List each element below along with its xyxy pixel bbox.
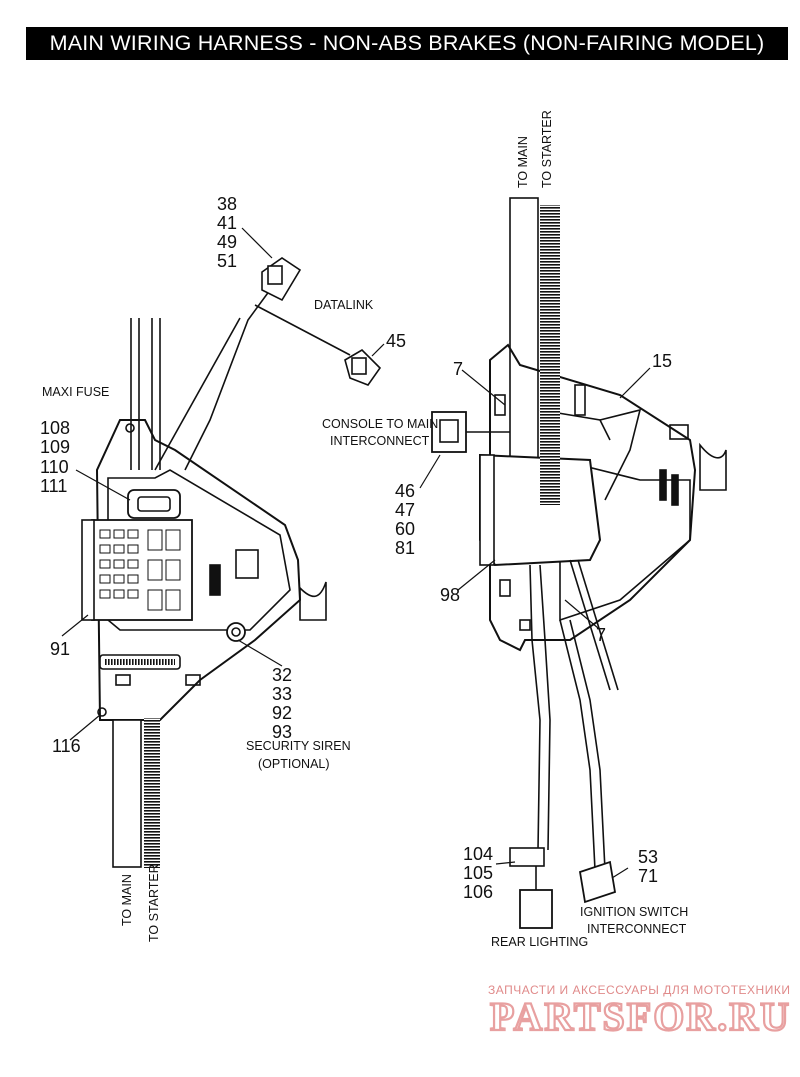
label-right-to-main: TO MAIN <box>516 136 530 188</box>
left-starter-conduit <box>144 718 160 868</box>
callout-53: 53 <box>638 847 658 867</box>
callout-7-upper: 7 <box>453 359 463 379</box>
callout-32: 32 <box>272 665 292 685</box>
callout-110: 110 <box>40 457 69 477</box>
left-harness-assembly <box>81 289 351 868</box>
label-right-to-starter: TO STARTER <box>540 110 554 188</box>
callout-47: 47 <box>395 500 415 520</box>
right-starter-conduit <box>540 205 560 505</box>
label-security-line1: SECURITY SIREN <box>246 739 351 753</box>
callout-71: 71 <box>638 866 658 886</box>
label-left-to-starter: TO STARTER <box>147 864 161 942</box>
page-title: MAIN WIRING HARNESS - NON-ABS BRAKES (NO… <box>26 27 788 60</box>
callout-45: 45 <box>386 331 406 351</box>
callout-98: 98 <box>440 585 460 605</box>
label-console-line1: CONSOLE TO MAIN <box>322 417 438 431</box>
callout-109: 109 <box>40 437 70 457</box>
callout-7-lower: 7 <box>596 625 606 645</box>
datalink-connector-lower <box>344 348 382 386</box>
callout-49: 49 <box>217 232 237 252</box>
callout-104: 104 <box>463 844 493 864</box>
label-maxi-fuse: MAXI FUSE <box>42 385 109 399</box>
label-left-to-main: TO MAIN <box>120 874 134 926</box>
label-rear-lighting: REAR LIGHTING <box>491 935 588 949</box>
callout-92: 92 <box>272 703 292 723</box>
leader-lines <box>61 227 651 879</box>
callout-33: 33 <box>272 684 292 704</box>
callout-46: 46 <box>395 481 415 501</box>
callout-51: 51 <box>217 251 237 271</box>
watermark-logo: PARTSFOR.RU <box>490 994 791 1039</box>
label-security-line2: (OPTIONAL) <box>258 757 330 771</box>
label-console-line2: INTERCONNECT <box>330 434 430 448</box>
label-datalink: DATALINK <box>314 298 374 312</box>
callout-38: 38 <box>217 194 237 214</box>
label-ignition-line1: IGNITION SWITCH <box>580 905 688 919</box>
callout-105: 105 <box>463 863 493 883</box>
callout-60: 60 <box>395 519 415 539</box>
watermark-tagline: ЗАПЧАСТИ И АКСЕССУАРЫ ДЛЯ МОТОТЕХНИКИ <box>488 983 790 997</box>
datalink-connector-upper <box>261 257 302 302</box>
callout-15: 15 <box>652 351 672 371</box>
label-ignition-line2: INTERCONNECT <box>587 922 687 936</box>
callout-93: 93 <box>272 722 292 742</box>
callout-116: 116 <box>52 736 81 756</box>
callout-41: 41 <box>217 213 237 233</box>
callout-106: 106 <box>463 882 493 902</box>
callout-81: 81 <box>395 538 415 558</box>
callout-108: 108 <box>40 418 70 438</box>
right-harness-assembly <box>431 197 727 929</box>
callout-91: 91 <box>50 639 70 659</box>
callout-111: 111 <box>40 476 67 496</box>
